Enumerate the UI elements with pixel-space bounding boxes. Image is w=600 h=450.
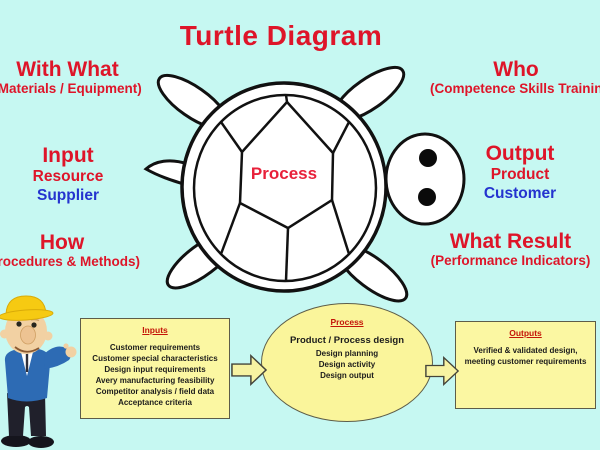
turtle-shell-outer [180, 81, 388, 293]
what-result-heading: What Result [449, 230, 572, 253]
process-heading: Process [330, 317, 364, 327]
label-who: Who (Competence Skills Training) [430, 58, 600, 97]
label-how: How (Procedures & Methods) [0, 231, 158, 270]
label-output: Output Product Customer [452, 142, 588, 204]
input-resource: Resource [32, 168, 104, 186]
inputs-heading: Inputs [142, 325, 168, 335]
who-heading: Who [493, 58, 539, 81]
outputs-text: Verified & validated design, meeting cus… [464, 346, 587, 366]
who-sub: (Competence Skills Training) [430, 81, 600, 97]
with-what-sub: (Materials / Equipment) [0, 81, 142, 97]
list-item: Design input requirements [104, 365, 206, 374]
list-item: Competitor analysis / field data [95, 387, 215, 396]
outputs-heading: Outputs [509, 328, 542, 338]
list-item: Acceptance criteria [118, 398, 192, 407]
with-what-heading: With What [16, 58, 119, 81]
flow-arrow-inputs-to-process [231, 354, 267, 386]
page-title: Turtle Diagram [179, 20, 383, 51]
label-input: Input Resource Supplier [8, 144, 128, 206]
turtle-illustration [143, 65, 466, 303]
flow-arrow-process-to-outputs [425, 356, 459, 386]
process-main-line: Product / Process design [289, 335, 405, 346]
how-sub: (Procedures & Methods) [0, 254, 141, 270]
how-heading: How [39, 231, 85, 254]
output-product: Product [490, 166, 550, 184]
label-what-result: What Result (Performance Indicators) [418, 230, 600, 269]
output-heading: Output [485, 142, 555, 165]
label-with-what: With What (Materials / Equipment) [0, 58, 165, 97]
worker-body [1, 343, 77, 448]
process-ellipse: Process Product / Process design Design … [261, 303, 433, 422]
worker-hard-hat [0, 295, 54, 321]
input-heading: Input [42, 144, 94, 167]
turtle-eye-top [419, 149, 437, 167]
list-item: Avery manufacturing feasibility [95, 376, 215, 385]
input-supplier: Supplier [36, 187, 99, 205]
turtle-shell-inner [192, 93, 378, 283]
list-item: Design output [320, 371, 374, 380]
list-item: Design planning [315, 349, 379, 358]
list-item: Customer requirements [109, 343, 201, 352]
turtle-eye-bottom [418, 188, 436, 206]
list-item: Customer special characteristics [92, 354, 218, 363]
what-result-sub: (Performance Indicators) [430, 253, 591, 269]
turtle-shell-pattern [219, 94, 351, 282]
output-customer: Customer [483, 185, 557, 203]
turtle-head [384, 132, 466, 226]
list-item: Design activity [318, 360, 376, 369]
worker-illustration [0, 295, 77, 448]
turtle-process-label: Process [250, 164, 318, 183]
outputs-box: Outputs Verified & validated design, mee… [455, 321, 596, 409]
